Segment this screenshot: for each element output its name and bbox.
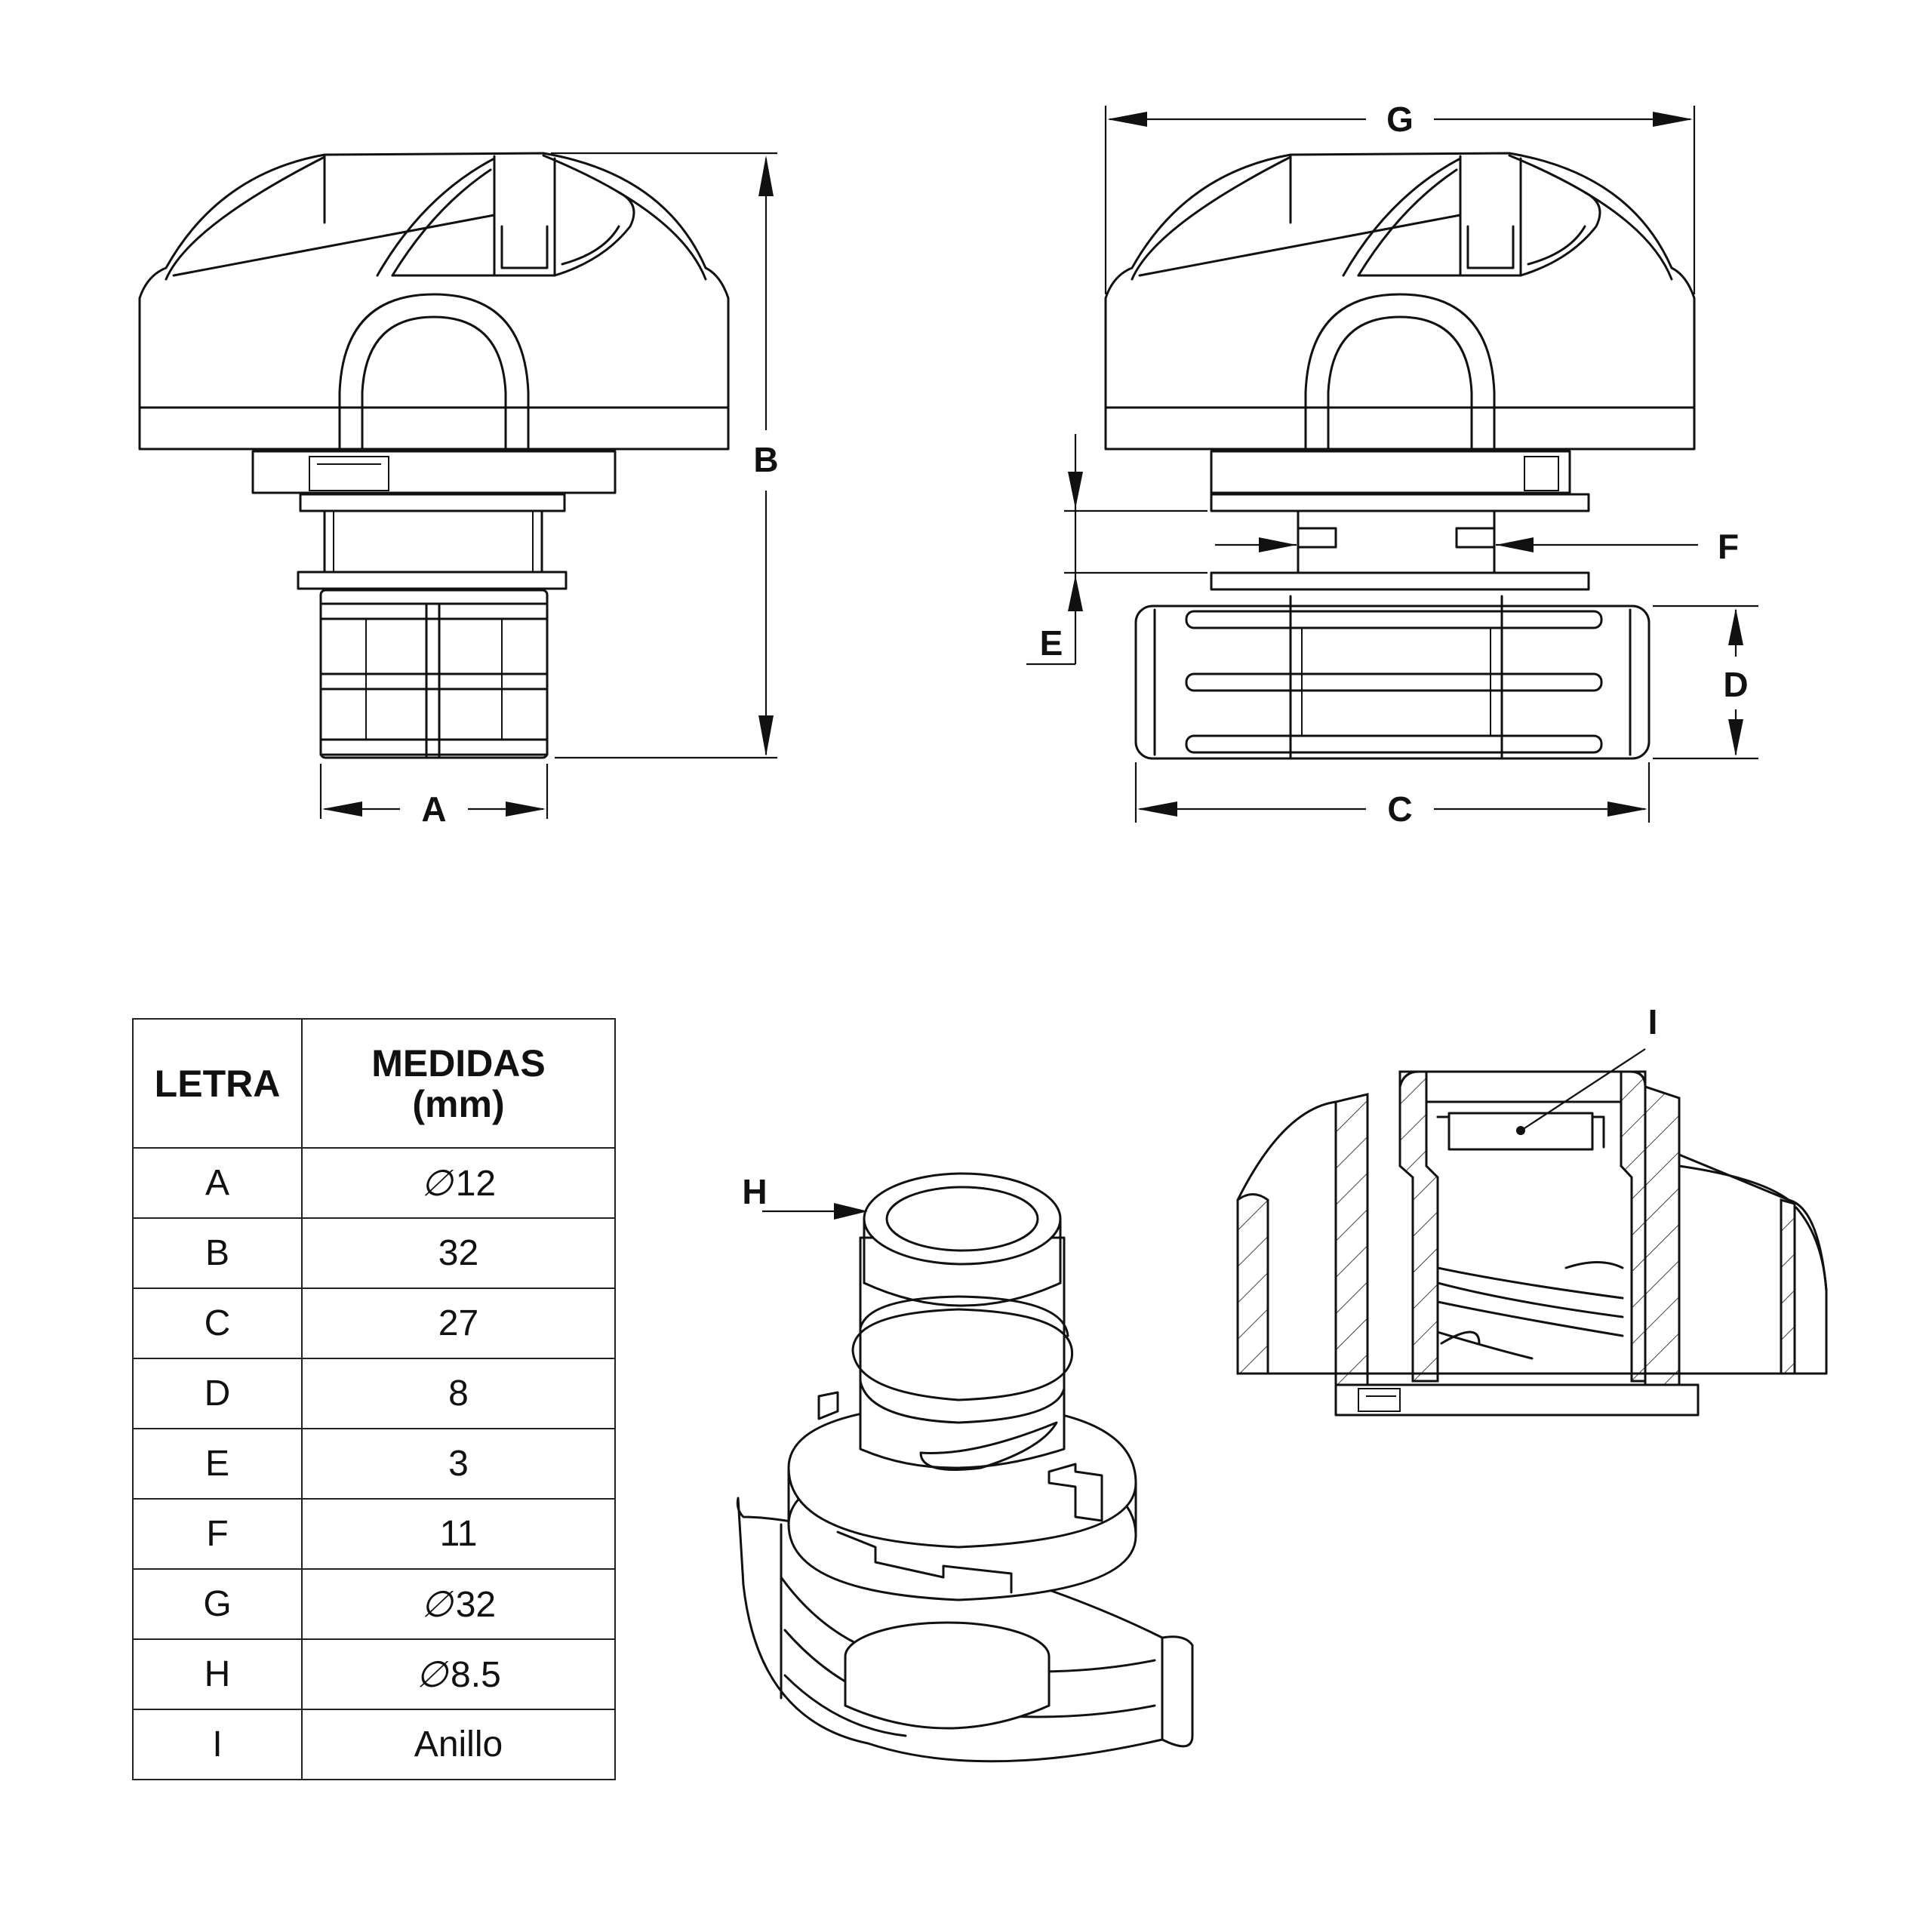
label-g: G [1386, 100, 1414, 139]
row-value-text: 12 [455, 1163, 497, 1204]
row-value-text: 32 [455, 1584, 497, 1625]
dimension-e: E [1026, 434, 1208, 666]
label-c: C [1387, 789, 1412, 829]
side-cap-dome [1104, 152, 1696, 451]
label-d: D [1723, 665, 1748, 704]
side-view [1104, 152, 1696, 760]
row-value: 11 [301, 1498, 616, 1570]
isometric-view [736, 1172, 1194, 1763]
row-letter: B [132, 1217, 303, 1289]
row-value: 3 [301, 1428, 616, 1500]
measurements-table: LETRA MEDIDAS (mm) A ∅12 B 32 C 27 D 8 E… [132, 1018, 616, 1780]
header-measure: MEDIDAS (mm) [301, 1018, 616, 1149]
table-row: H ∅8.5 [132, 1638, 616, 1710]
row-value: Anillo [301, 1709, 616, 1780]
table-header-row: LETRA MEDIDAS (mm) [132, 1018, 616, 1149]
row-value: 27 [301, 1287, 616, 1359]
section-view [1236, 1070, 1828, 1417]
row-letter: E [132, 1428, 303, 1500]
dimension-g: G [1104, 100, 1696, 294]
diameter-symbol: ∅ [416, 1654, 448, 1695]
label-h: H [742, 1172, 767, 1211]
header-measure-line1: MEDIDAS [371, 1041, 546, 1084]
header-measure-line2: (mm) [412, 1082, 505, 1125]
label-f: F [1718, 527, 1739, 566]
front-view [138, 152, 730, 759]
callout-i: I [1524, 1002, 1658, 1129]
dimension-f: F [1215, 527, 1739, 566]
row-value: 32 [301, 1217, 616, 1289]
label-b: B [753, 440, 778, 479]
table-row: I Anillo [132, 1709, 616, 1780]
row-letter: F [132, 1498, 303, 1570]
row-letter: I [132, 1709, 303, 1780]
label-i: I [1648, 1002, 1658, 1041]
row-letter: G [132, 1568, 303, 1640]
row-value: ∅12 [301, 1147, 616, 1219]
table-row: D 8 [132, 1358, 616, 1429]
front-cap-dome [138, 152, 730, 451]
diameter-symbol: ∅ [420, 1163, 453, 1204]
row-value: ∅8.5 [301, 1638, 616, 1710]
table-row: F 11 [132, 1498, 616, 1570]
dimension-b: B [551, 152, 779, 759]
dimension-c: C [1134, 762, 1651, 829]
label-a: A [421, 789, 446, 829]
row-value: ∅32 [301, 1568, 616, 1640]
row-value: 8 [301, 1358, 616, 1429]
label-e: E [1040, 623, 1063, 663]
diameter-symbol: ∅ [420, 1584, 453, 1625]
row-letter: A [132, 1147, 303, 1219]
row-letter: C [132, 1287, 303, 1359]
dimension-a: A [319, 764, 549, 829]
callout-h: H [742, 1172, 868, 1220]
row-letter: D [132, 1358, 303, 1429]
table-row: A ∅12 [132, 1147, 616, 1219]
table-row: B 32 [132, 1217, 616, 1289]
dimension-d: D [1653, 605, 1758, 760]
row-letter: H [132, 1638, 303, 1710]
table-row: E 3 [132, 1428, 616, 1500]
table-row: G ∅32 [132, 1568, 616, 1640]
row-value-text: 8.5 [451, 1654, 501, 1695]
header-letter: LETRA [132, 1018, 303, 1149]
table-row: C 27 [132, 1287, 616, 1359]
